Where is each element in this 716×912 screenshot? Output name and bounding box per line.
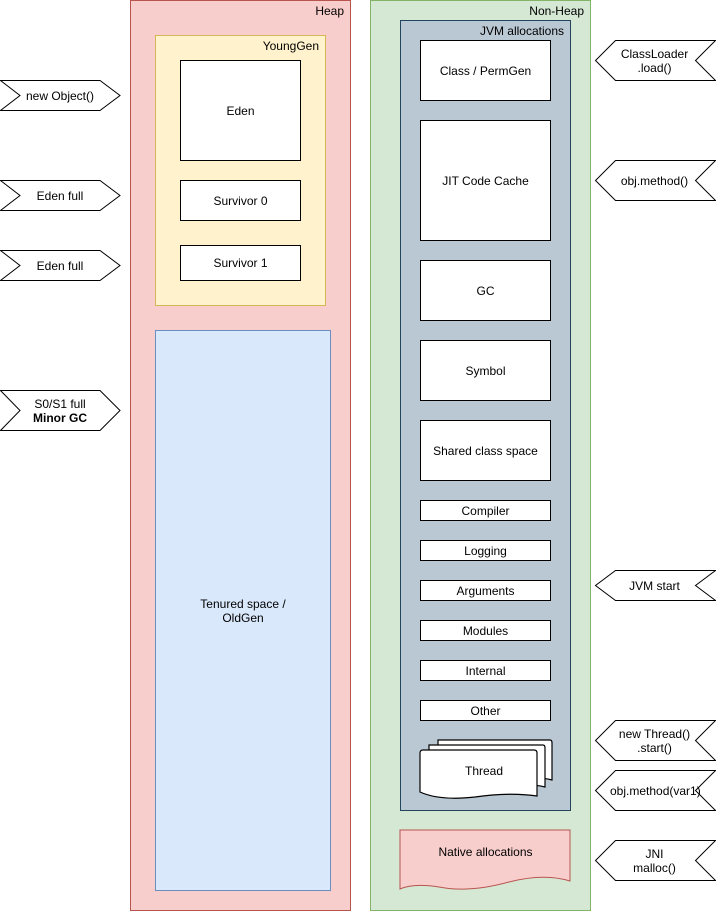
classloader-label-group: ClassLoader .load() [612, 41, 697, 81]
new-thread-label-group: new Thread() .start() [612, 721, 697, 761]
eden-box: Eden [180, 60, 301, 161]
new-thread-label: new Thread() [618, 727, 691, 741]
thread-label: Thread [464, 764, 504, 778]
classloader-label: ClassLoader [620, 47, 689, 61]
jit-code-cache-box: JIT Code Cache [420, 120, 551, 241]
logging-box: Logging [420, 540, 551, 561]
jvm-allocations-label: JVM allocations [479, 24, 564, 38]
class-permgen-box: Class / PermGen [420, 40, 551, 101]
s0s1-full-arrow-shape [0, 390, 121, 431]
obj-method-var-label: obj.method(var1) [610, 784, 701, 798]
jni-label: JNI [645, 847, 664, 861]
native-allocations-label: Native allocations [438, 845, 533, 859]
eden-full-arrow-1-shape [0, 180, 121, 211]
shared-class-space-box: Shared class space [420, 420, 551, 481]
gc-box: GC [420, 260, 551, 321]
heap-label: Heap [315, 4, 344, 18]
other-box: Other [420, 700, 551, 721]
eden-full-arrow-2-shape [0, 250, 121, 281]
classloader-load-label: .load() [637, 61, 672, 75]
arguments-box: Arguments [420, 580, 551, 601]
modules-box: Modules [420, 620, 551, 641]
eden-full-label-2: Eden full [36, 259, 84, 273]
jni-label-group: JNI malloc() [612, 841, 697, 881]
eden-full-label-1: Eden full [36, 189, 84, 203]
thread-stack-shape [419, 739, 553, 799]
compiler-box: Compiler [420, 500, 551, 521]
s0s1-full-label: S0/S1 full [34, 397, 86, 411]
jvm-start-label: JVM start [629, 579, 680, 593]
symbol-box: Symbol [420, 340, 551, 401]
survivor-0-box: Survivor 0 [180, 180, 301, 221]
native-allocations-shape [399, 829, 571, 890]
nonheap-label: Non-Heap [529, 4, 584, 18]
obj-method-label: obj.method() [620, 174, 689, 188]
tenured-space: Tenured space / OldGen [155, 330, 331, 891]
survivor-1-box: Survivor 1 [180, 245, 301, 281]
younggen-label: YoungGen [262, 39, 319, 53]
malloc-label: malloc() [633, 861, 676, 875]
new-object-label: new Object() [25, 89, 95, 103]
internal-box: Internal [420, 660, 551, 681]
s0s1-full-label-group: S0/S1 full Minor GC [18, 391, 102, 431]
new-object-arrow-shape [0, 80, 121, 111]
thread-start-label: .start() [637, 741, 672, 755]
minor-gc-label: Minor GC [33, 411, 87, 425]
